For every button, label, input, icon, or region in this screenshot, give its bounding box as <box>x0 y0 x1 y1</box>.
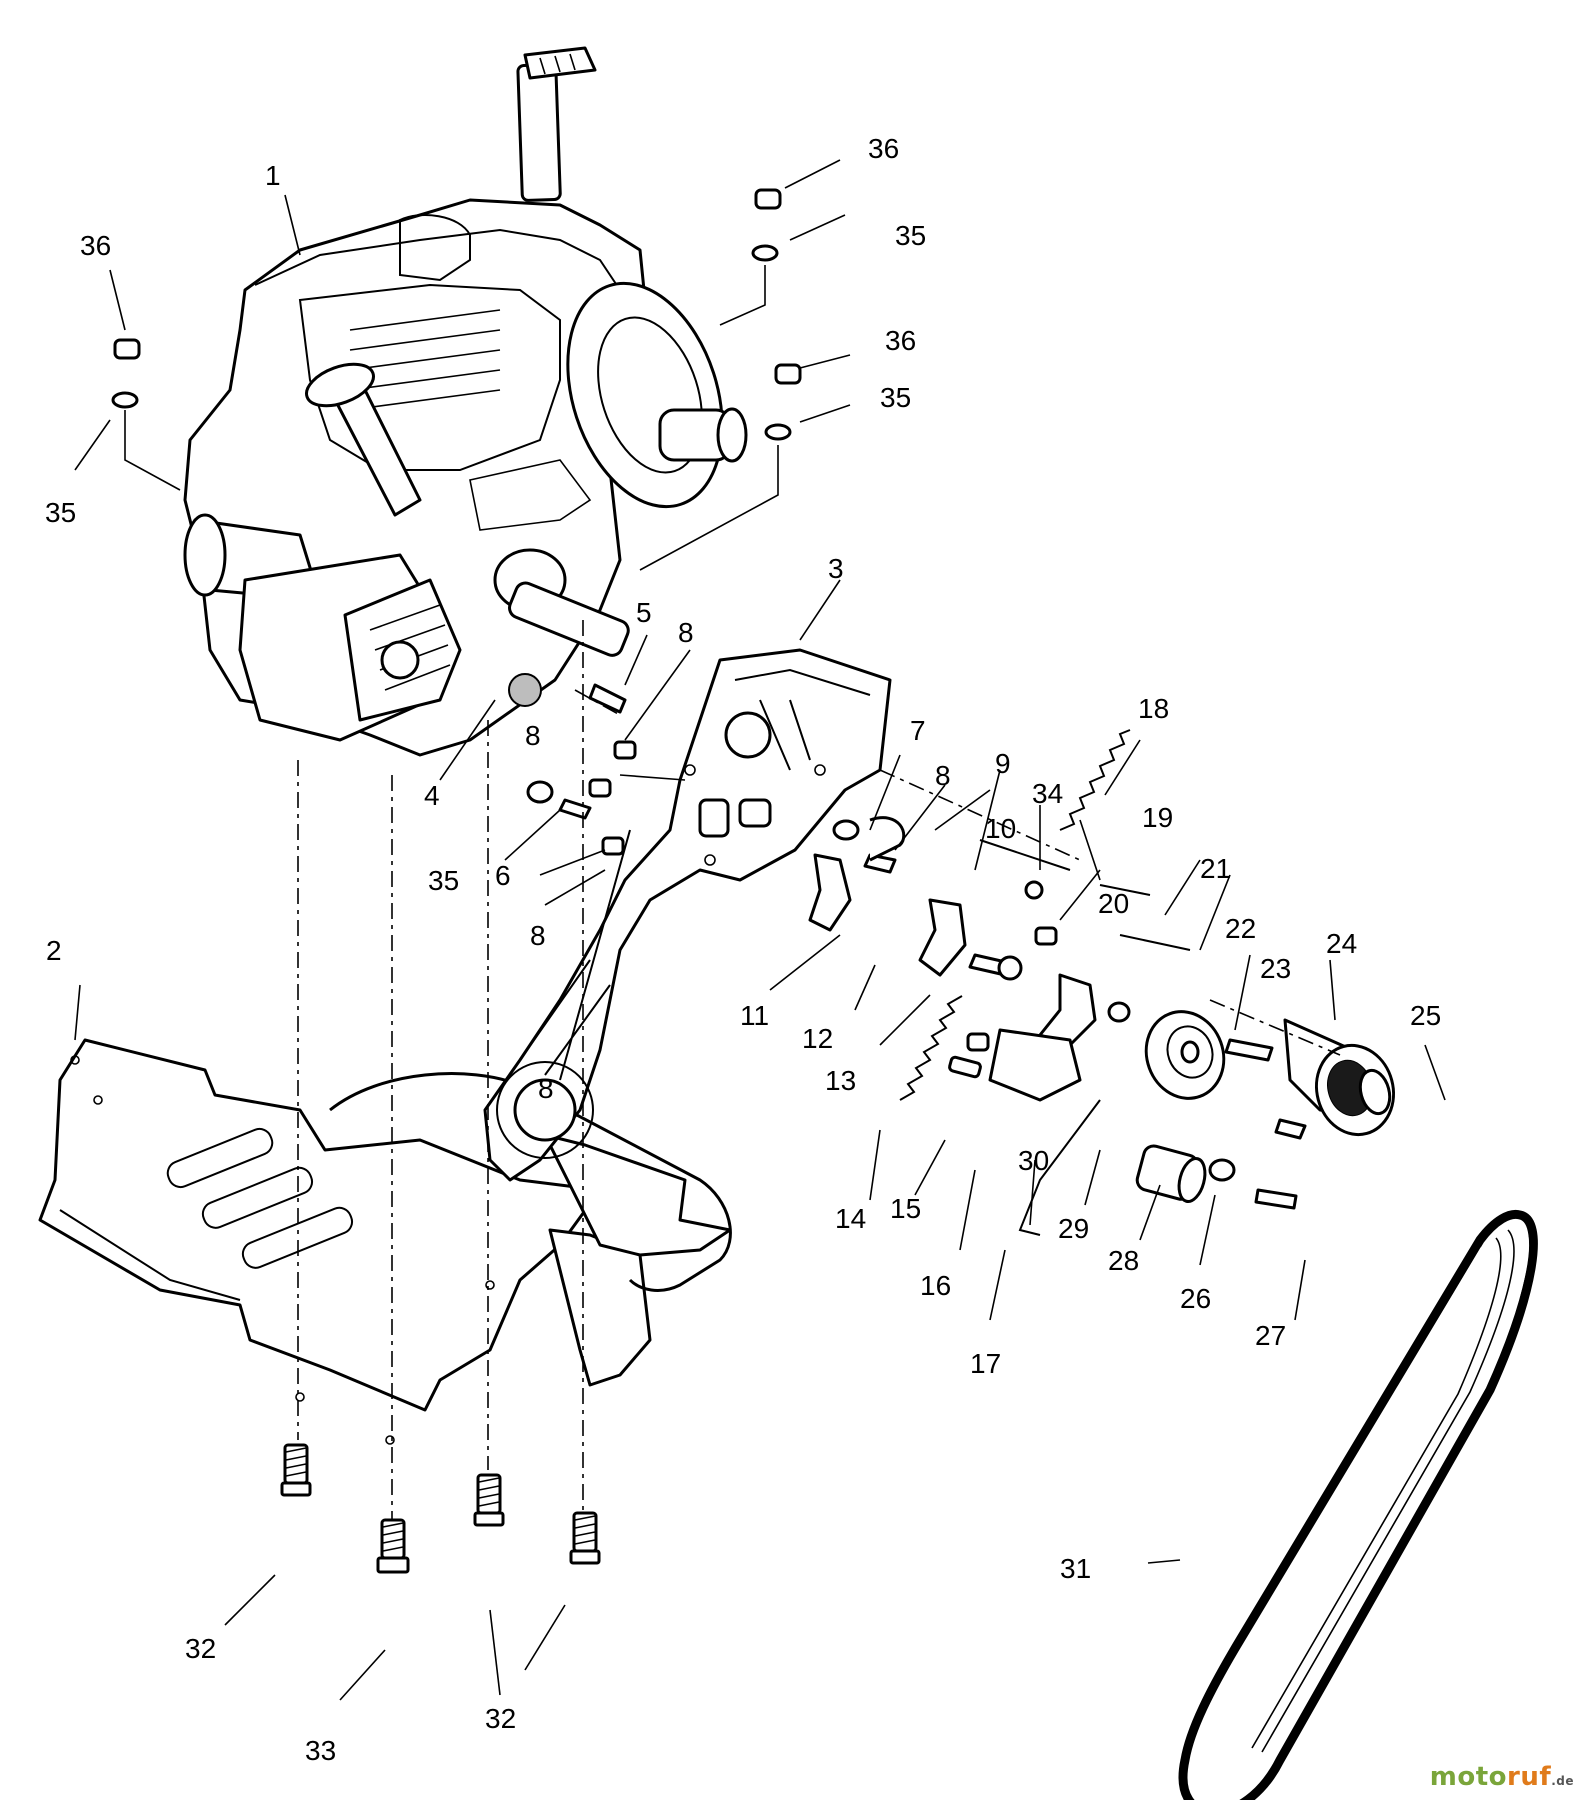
callout-18: 18 <box>1138 693 1169 724</box>
callout-14: 14 <box>835 1203 866 1234</box>
brand-suffix: .de <box>1551 1774 1574 1788</box>
callout-13: 13 <box>825 1065 856 1096</box>
callout-10: 10 <box>985 813 1016 844</box>
callout-19: 19 <box>1142 802 1173 833</box>
callout-24: 24 <box>1326 928 1357 959</box>
callout-35a: 35 <box>895 220 926 251</box>
callout-8a: 8 <box>678 617 694 648</box>
callout-4: 4 <box>424 780 440 811</box>
callout-23: 23 <box>1260 953 1291 984</box>
callout-2: 2 <box>46 935 62 966</box>
belt-icon <box>1178 1209 1538 1800</box>
callout-30: 30 <box>1018 1145 1049 1176</box>
callout-27: 27 <box>1255 1320 1286 1351</box>
callout-7: 7 <box>910 715 926 746</box>
callout-17: 17 <box>970 1348 1001 1379</box>
bracket-icon <box>808 816 1101 1236</box>
spring-icon <box>899 729 1191 1101</box>
callout-8b: 8 <box>525 720 541 751</box>
callout-31: 31 <box>1060 1553 1091 1584</box>
callout-35b: 35 <box>880 382 911 413</box>
callout-16: 16 <box>920 1270 951 1301</box>
callout-6: 6 <box>495 860 511 891</box>
callout-9: 9 <box>995 748 1011 779</box>
washer-icon <box>526 780 1236 1182</box>
callout-32a: 32 <box>185 1633 216 1664</box>
callout-12: 12 <box>802 1023 833 1054</box>
callout-35d: 35 <box>428 865 459 896</box>
callout-26: 26 <box>1180 1283 1211 1314</box>
callout-29: 29 <box>1058 1213 1089 1244</box>
alignment-lines <box>297 620 1341 1520</box>
callout-34: 34 <box>1032 778 1063 809</box>
callout-36b: 36 <box>885 325 916 356</box>
callout-21: 21 <box>1200 853 1231 884</box>
engine-icon <box>183 46 748 757</box>
callout-8e: 8 <box>538 1073 554 1104</box>
callout-25: 25 <box>1410 1000 1441 1031</box>
bolt-icon <box>280 683 1307 1574</box>
callout-1: 1 <box>265 160 281 191</box>
callout-8d: 8 <box>935 760 951 791</box>
callout-35c: 35 <box>45 497 76 528</box>
brand-part1: moto <box>1429 1762 1508 1792</box>
brand-part2: ruf <box>1507 1762 1552 1792</box>
callout-15: 15 <box>890 1193 921 1224</box>
callout-labels: 1 2 3 4 5 6 7 8 8 8 8 8 9 10 11 12 13 14… <box>45 133 1441 1766</box>
heat-shield-icon <box>38 1038 732 1445</box>
callout-33: 33 <box>305 1735 336 1766</box>
callout-20: 20 <box>1098 888 1129 919</box>
callout-8c: 8 <box>530 920 546 951</box>
callout-28: 28 <box>1108 1245 1139 1276</box>
callout-32b: 32 <box>485 1703 516 1734</box>
brand-watermark: motoruf.de <box>1430 1762 1574 1792</box>
callout-3: 3 <box>828 553 844 584</box>
callout-11: 11 <box>740 1000 769 1031</box>
callout-36c: 36 <box>80 230 111 261</box>
callout-22: 22 <box>1225 913 1256 944</box>
frame-plate-icon <box>483 648 892 1182</box>
callout-36a: 36 <box>868 133 899 164</box>
leader-lines <box>74 159 1446 1701</box>
callout-5: 5 <box>636 597 652 628</box>
nut-icon <box>111 188 1058 1052</box>
pulley-icon <box>1135 1010 1396 1203</box>
